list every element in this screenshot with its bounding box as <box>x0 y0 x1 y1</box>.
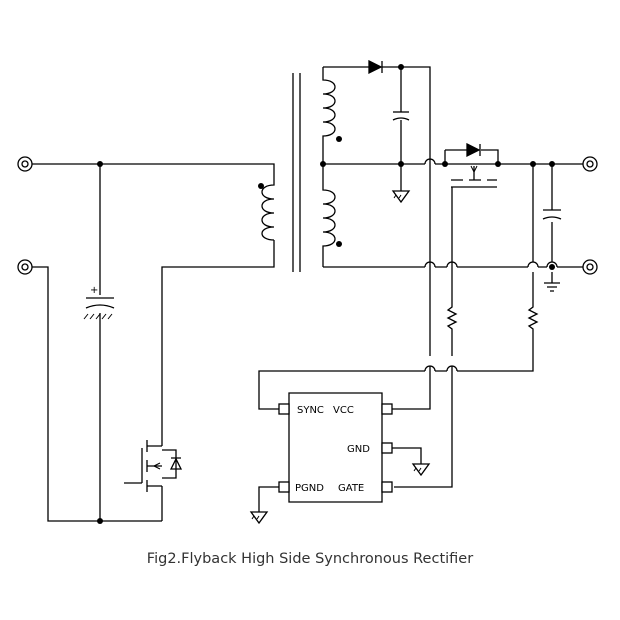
figure-caption: Fig2.Flyback High Side Synchronous Recti… <box>146 551 474 567</box>
polarity-dot <box>336 241 342 247</box>
ic-label-sync: SYNC <box>297 405 324 416</box>
ic-wiring <box>258 366 447 512</box>
junction-dot <box>97 161 103 167</box>
primary-mosfet <box>124 440 183 492</box>
input-capacitor: + <box>83 285 115 320</box>
junction-dot <box>549 161 555 167</box>
ic-label-gate: GATE <box>338 483 364 494</box>
output-capacitor <box>542 209 562 220</box>
output-wiring <box>323 163 583 293</box>
crossover-hop <box>424 365 436 372</box>
secondary-winding <box>322 164 342 267</box>
crossover-hop <box>424 158 436 165</box>
output-terminal-top[interactable] <box>582 156 598 172</box>
crossover-hop <box>527 261 539 268</box>
input-terminal-bottom[interactable] <box>17 259 33 275</box>
aux-capacitor <box>392 111 410 121</box>
junction-dot <box>398 64 404 70</box>
ic-pin-gate[interactable] <box>381 481 393 493</box>
output-terminal-bottom[interactable] <box>582 259 598 275</box>
junction-dot <box>495 161 501 167</box>
polarity-dot <box>258 183 264 189</box>
aux-winding <box>322 67 342 164</box>
crossover-hop <box>446 261 458 268</box>
ic-pin-sync[interactable] <box>278 403 290 415</box>
ic-pin-gnd[interactable] <box>381 442 393 454</box>
junction-dot <box>549 264 555 270</box>
junction-dot <box>398 161 404 167</box>
sr-mosfet <box>444 142 499 293</box>
input-wiring <box>32 163 275 522</box>
controller-ic: SYNC VCC GND PGND GATE <box>278 392 393 503</box>
junction-dot <box>320 161 326 167</box>
aux-ground-symbol <box>391 190 411 204</box>
crossover-hop <box>446 365 458 372</box>
ic-label-gnd: GND <box>347 444 370 455</box>
junction-dot <box>97 518 103 524</box>
ic-pgnd-symbol <box>249 511 269 525</box>
output-ground-symbol <box>544 282 560 292</box>
gate-resistor <box>394 293 458 488</box>
crossover-hop <box>546 261 558 268</box>
ic-label-vcc: VCC <box>333 405 354 416</box>
ic-pin-pgnd[interactable] <box>278 481 290 493</box>
transformer-core <box>292 73 301 272</box>
junction-dot <box>530 161 536 167</box>
aux-supply-wiring <box>323 66 526 356</box>
input-terminal-top[interactable] <box>17 156 33 172</box>
crossover-hop <box>424 261 436 268</box>
ic-pin-vcc[interactable] <box>381 403 393 415</box>
capacitor-polarity-label: + <box>90 285 98 296</box>
junction-dot <box>442 161 448 167</box>
polarity-dot <box>336 136 342 142</box>
sense-resistor <box>457 293 539 372</box>
ic-gnd-symbol <box>411 463 431 477</box>
ic-label-pgnd: PGND <box>295 483 324 494</box>
aux-diode <box>368 59 383 75</box>
primary-winding <box>258 180 275 241</box>
